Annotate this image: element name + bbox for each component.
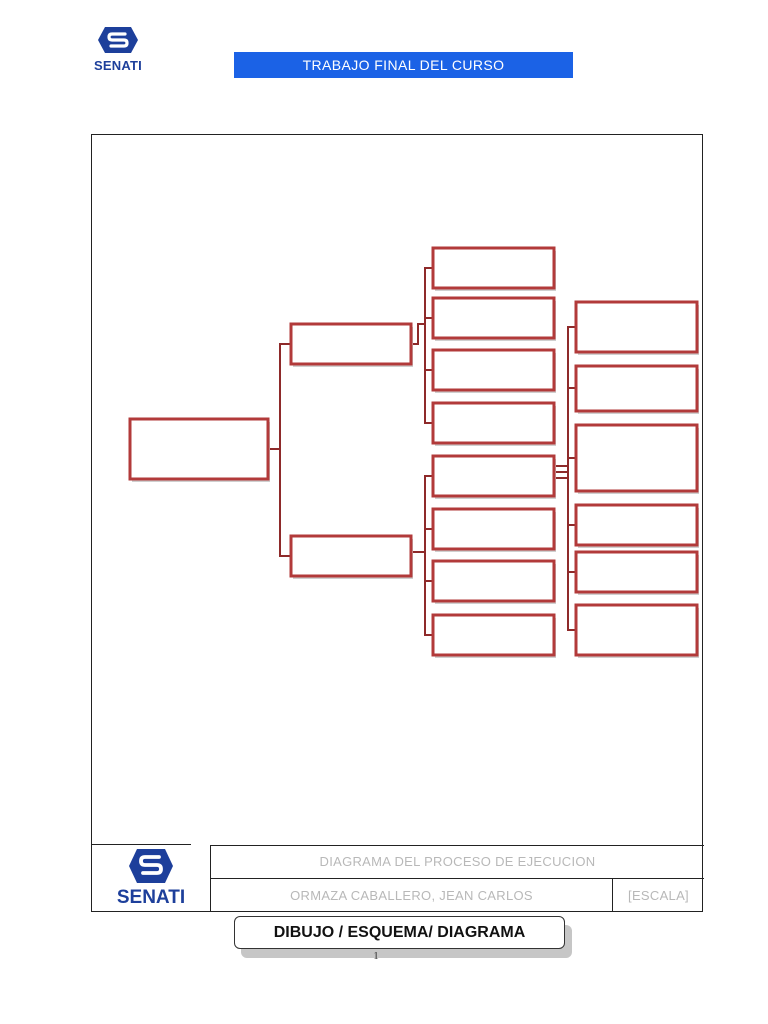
page-title: TRABAJO FINAL DEL CURSO xyxy=(234,52,573,78)
level3-box xyxy=(574,503,699,548)
root-box xyxy=(128,417,270,482)
level2-box xyxy=(431,559,556,604)
drawing-title: DIAGRAMA DEL PROCESO DE EJECUCION xyxy=(319,854,596,869)
title-block-line xyxy=(612,878,613,912)
level2-box xyxy=(431,296,556,341)
level2-box xyxy=(431,401,556,446)
level3-box xyxy=(574,603,699,658)
senati-emblem-icon xyxy=(98,27,138,53)
level3-box xyxy=(574,550,699,595)
level2-box xyxy=(431,507,556,552)
title-block-line xyxy=(211,845,704,846)
senati-logo-top: SENATI xyxy=(88,24,148,74)
level1-box xyxy=(289,322,413,367)
level3-box xyxy=(574,423,699,494)
diagram-boxes xyxy=(128,246,699,658)
level2-box xyxy=(431,348,556,393)
drawing-frame xyxy=(91,134,703,912)
level3-box xyxy=(574,300,699,355)
level3-box xyxy=(574,364,699,414)
logo-text: SENATI xyxy=(94,58,142,73)
level2-box xyxy=(431,613,556,658)
level1-box xyxy=(289,534,413,579)
logo-text: SENATI xyxy=(116,887,186,908)
scale-field: [ESCALA] xyxy=(628,888,689,903)
title-block-line xyxy=(210,845,211,912)
title-block-line xyxy=(211,878,704,879)
senati-emblem-icon xyxy=(129,849,173,883)
title-block-line xyxy=(91,844,191,845)
senati-logo-title-block: SENATI xyxy=(91,845,211,912)
page-number: 1 xyxy=(373,950,379,962)
author-name: ORMAZA CABALLERO, JEAN CARLOS xyxy=(290,888,533,903)
drawing-type-label: DIBUJO / ESQUEMA/ DIAGRAMA xyxy=(234,916,565,949)
level2-box xyxy=(431,246,556,291)
level2-box xyxy=(431,454,556,499)
